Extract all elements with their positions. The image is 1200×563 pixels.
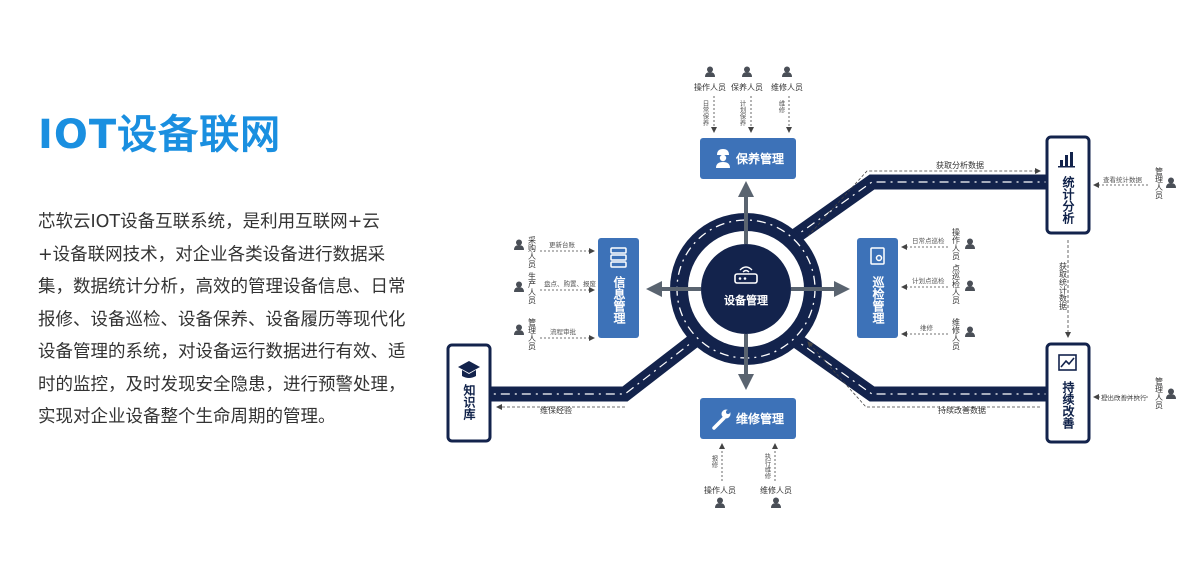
graduation-cap-icon	[458, 361, 480, 378]
baoyang-roles: 操作人员 保养人员 维修人员	[694, 66, 803, 92]
gaishan-note: 提出改善并执行	[1101, 393, 1147, 402]
trend-chart-icon	[1058, 354, 1077, 371]
flow-label-side: 获取统计数据	[1059, 261, 1068, 311]
xunjian-role-2: 点巡检人员	[952, 264, 961, 305]
router-icon	[734, 266, 758, 284]
xinxi-role-2: 生产人员	[528, 271, 537, 305]
tongji-label: 统计分析	[1061, 175, 1075, 225]
weixiu-role-2: 维修人员	[760, 485, 792, 495]
xinxi-note-2: 盘点、购置、报废	[544, 279, 597, 288]
baoyang-role-3: 维修人员	[771, 82, 803, 92]
database-icon	[610, 247, 627, 268]
baoyang-note-3: 维修	[777, 99, 785, 115]
zhishi-label: 知识库	[462, 383, 476, 421]
center-hub: 设备管理	[670, 213, 822, 365]
xinxi-group: 信息管理 采购人员 生产人员 管理人员 更新台账 盘点、购置、报废 流程审批	[514, 235, 639, 351]
xunjian-role-3: 维修人员	[952, 317, 961, 351]
tongji-role: 管理人员	[1155, 166, 1164, 200]
xunjian-role-1: 操作人员	[952, 227, 961, 261]
xunjian-box[interactable]	[857, 238, 898, 338]
baoyang-box[interactable]	[700, 138, 796, 179]
center-label: 设备管理	[724, 293, 768, 307]
flow-lines	[496, 168, 1071, 410]
weixiu-note-2: 执行维修	[763, 452, 771, 481]
worker-icon	[716, 149, 730, 168]
xunjian-label: 巡检管理	[871, 275, 885, 325]
bar-chart-icon	[1058, 152, 1075, 168]
flow-label-bottom-left: 维保经验	[540, 405, 572, 415]
inspection-icon	[870, 247, 885, 265]
xinxi-note-3: 流程审批	[550, 327, 577, 336]
baoyang-role-2: 保养人员	[731, 82, 763, 92]
tongji-note: 查看统计数据	[1103, 175, 1143, 184]
xunjian-note-2: 计划点巡检	[912, 276, 945, 285]
xunjian-note-3: 维修	[920, 323, 934, 332]
weixiu-box[interactable]	[700, 398, 796, 439]
xinxi-note-1: 更新台账	[549, 240, 576, 249]
xinxi-box[interactable]	[598, 238, 639, 338]
gaishan-label: 持续改善	[1061, 380, 1075, 430]
zhishi-group: 知识库	[446, 343, 492, 443]
wrench-icon	[712, 409, 731, 430]
baoyang-note-1: 日常保养	[701, 100, 709, 128]
description-text: 芯软云IOT设备互联系统，是利用互联网+云+设备联网技术，对企业各类设备进行数据…	[38, 212, 406, 427]
weixiu-group: 维修管理 报修 执行维修 操作人员 维修人员	[700, 398, 796, 508]
roads	[489, 174, 1046, 402]
flow-label-top: 获取分析数据	[936, 160, 984, 170]
gaishan-box[interactable]	[1045, 342, 1091, 444]
xinxi-label: 信息管理	[612, 275, 626, 325]
xunjian-note-1: 日常点巡检	[912, 236, 945, 245]
weixiu-label: 维修管理	[736, 411, 784, 426]
gaishan-role: 管理人员	[1155, 376, 1164, 410]
weixiu-note-1: 报修	[710, 454, 718, 470]
gaishan-group: 持续改善 提出改善并执行 管理人员	[1045, 342, 1176, 444]
tongji-box[interactable]	[1045, 135, 1091, 235]
xinxi-role-1: 采购人员	[528, 235, 537, 269]
flow-label-bottom-right: 持续改善数据	[938, 405, 986, 415]
page-title: IOT设备联网	[38, 112, 282, 158]
baoyang-label: 保养管理	[735, 151, 784, 166]
baoyang-group: 操作人员 保养人员 维修人员 日常保养 计划保养 维修 保养管理	[694, 66, 803, 179]
baoyang-role-1: 操作人员	[694, 82, 726, 92]
center-arrows	[646, 181, 850, 390]
baoyang-note-2: 计划保养	[738, 99, 746, 128]
tongji-group: 统计分析 查看统计数据 管理人员	[1045, 135, 1176, 235]
xunjian-group: 巡检管理 日常点巡检 计划点巡检 维修 操作人员 点巡检人员 维修人员	[857, 227, 975, 351]
xinxi-role-3: 管理人员	[528, 317, 537, 351]
zhishi-box[interactable]	[446, 343, 492, 443]
weixiu-role-1: 操作人员	[704, 485, 736, 495]
